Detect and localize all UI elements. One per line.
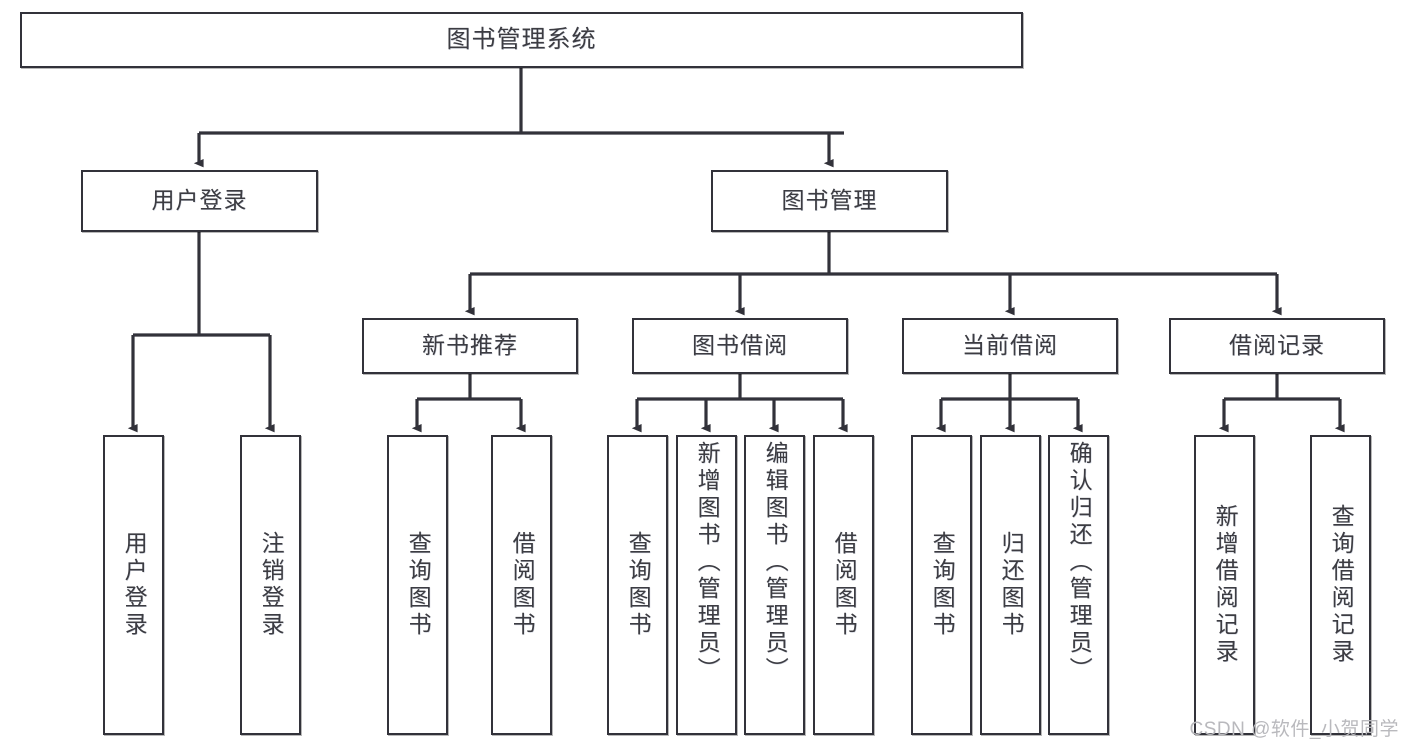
node-label: 图书借阅 xyxy=(692,332,788,359)
leaf-user-login[interactable]: 用户登录 xyxy=(103,435,164,735)
node-label: 当前借阅 xyxy=(962,332,1058,359)
node-label: 查询图书 xyxy=(625,531,652,639)
node-label: 查询图书 xyxy=(405,531,432,639)
node-book-borrow[interactable]: 图书借阅 xyxy=(632,318,848,374)
leaf-return-book[interactable]: 归还图书 xyxy=(980,435,1041,735)
node-label: 查询图书 xyxy=(929,531,956,639)
watermark-text: CSDN @软件_小贺同学 xyxy=(1189,719,1399,740)
node-book-management[interactable]: 图书管理 xyxy=(711,170,948,232)
node-new-book-recommend[interactable]: 新书推荐 xyxy=(362,318,578,374)
node-label: 新增图书（管理员） xyxy=(694,441,721,684)
node-label: 编辑图书（管理员） xyxy=(762,441,789,684)
node-label: 注销登录 xyxy=(258,531,285,639)
node-label: 借阅图书 xyxy=(509,531,536,639)
node-label: 借阅记录 xyxy=(1229,332,1325,359)
node-label: 图书管理系统 xyxy=(446,25,597,53)
leaf-user-logout[interactable]: 注销登录 xyxy=(240,435,301,735)
leaf-add-book-admin[interactable]: 新增图书（管理员） xyxy=(676,435,737,735)
leaf-add-borrow-record[interactable]: 新增借阅记录 xyxy=(1194,435,1255,735)
leaf-confirm-return-admin[interactable]: 确认归还（管理员） xyxy=(1048,435,1109,735)
leaf-query-book-borrow[interactable]: 查询图书 xyxy=(607,435,668,735)
node-current-borrow[interactable]: 当前借阅 xyxy=(902,318,1118,374)
node-label: 查询借阅记录 xyxy=(1328,504,1355,666)
node-label: 归还图书 xyxy=(998,531,1025,639)
node-label: 用户登录 xyxy=(121,531,148,639)
node-label: 用户登录 xyxy=(151,187,248,214)
leaf-query-book-new-recommend[interactable]: 查询图书 xyxy=(387,435,448,735)
node-root-book-management-system[interactable]: 图书管理系统 xyxy=(20,12,1023,68)
leaf-borrow-book-borrow[interactable]: 借阅图书 xyxy=(813,435,874,735)
leaf-edit-book-admin[interactable]: 编辑图书（管理员） xyxy=(744,435,805,735)
node-label: 新书推荐 xyxy=(422,332,518,359)
node-label: 新增借阅记录 xyxy=(1212,504,1239,666)
leaf-query-book-current[interactable]: 查询图书 xyxy=(911,435,972,735)
leaf-query-borrow-record[interactable]: 查询借阅记录 xyxy=(1310,435,1371,735)
node-user-login[interactable]: 用户登录 xyxy=(81,170,318,232)
node-label: 确认归还（管理员） xyxy=(1066,441,1093,684)
node-label: 借阅图书 xyxy=(831,531,858,639)
leaf-borrow-book-new-recommend[interactable]: 借阅图书 xyxy=(491,435,552,735)
node-borrow-record[interactable]: 借阅记录 xyxy=(1169,318,1385,374)
node-label: 图书管理 xyxy=(781,187,878,214)
